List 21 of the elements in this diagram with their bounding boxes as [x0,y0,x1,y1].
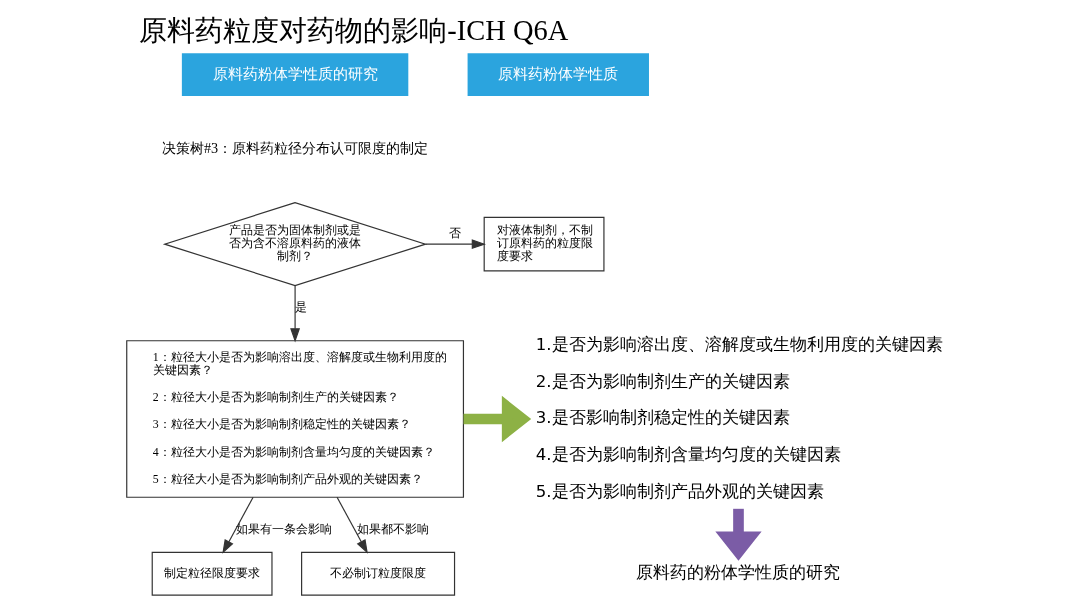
edge-label: 如果有一条会影响 [235,522,332,537]
edge-label: 如果都不影响 [356,522,429,537]
label: 原料药粉体学性质 [497,64,618,83]
label: 原料药粉体学性质的研究 [212,64,378,83]
node-text: 原料药的粉体学性质的研究 [635,563,840,583]
node-box: 不必制订粒度限度 [300,551,455,596]
arrow [289,285,300,343]
edge-label: 是 [294,299,307,314]
arrow [335,496,368,554]
label: 决策树#3：原料药粒径分布认可限度的制定 [161,139,428,156]
arrow [463,395,531,443]
node-box: 制定粒径限度要求 [151,551,273,596]
arrow [221,496,254,554]
edge-label: 否 [448,226,461,241]
arrow [714,508,762,561]
arrow [424,239,486,250]
node-diamond: 产品是否为固体制剂或是否为含不溶原料药的液体制剂？ [162,202,427,287]
node-box: 对液体制剂，不制订原料药的粒度限度要求 [483,216,605,272]
node-text: 1.是否为影响溶出度、溶解度或生物利用度的关键因素 2.是否为影响制剂生产的关键因素 3.是否影响制剂稳定性的关键因素 4.是否为影响制剂含量均匀度的关键因素 5.是否为影响制剂产品外观的关键因素 [535,334,943,501]
node-box: 1：粒径大小是否为影响溶出度、溶解度或生物利用度的关键因素？ 2：粒径大小是否为影响制剂生产的关键因素？ 3：粒径大小是否为影响制剂稳定性的关键因素？ 4：粒径大小是否为影响制剂含量均匀度的关键因素？ 5：粒径大小是否为影响制剂产品外观的关键因素？ [125,340,464,498]
diagram-title: 原料药粒度对药物的影响-ICH Q6A [138,15,568,47]
